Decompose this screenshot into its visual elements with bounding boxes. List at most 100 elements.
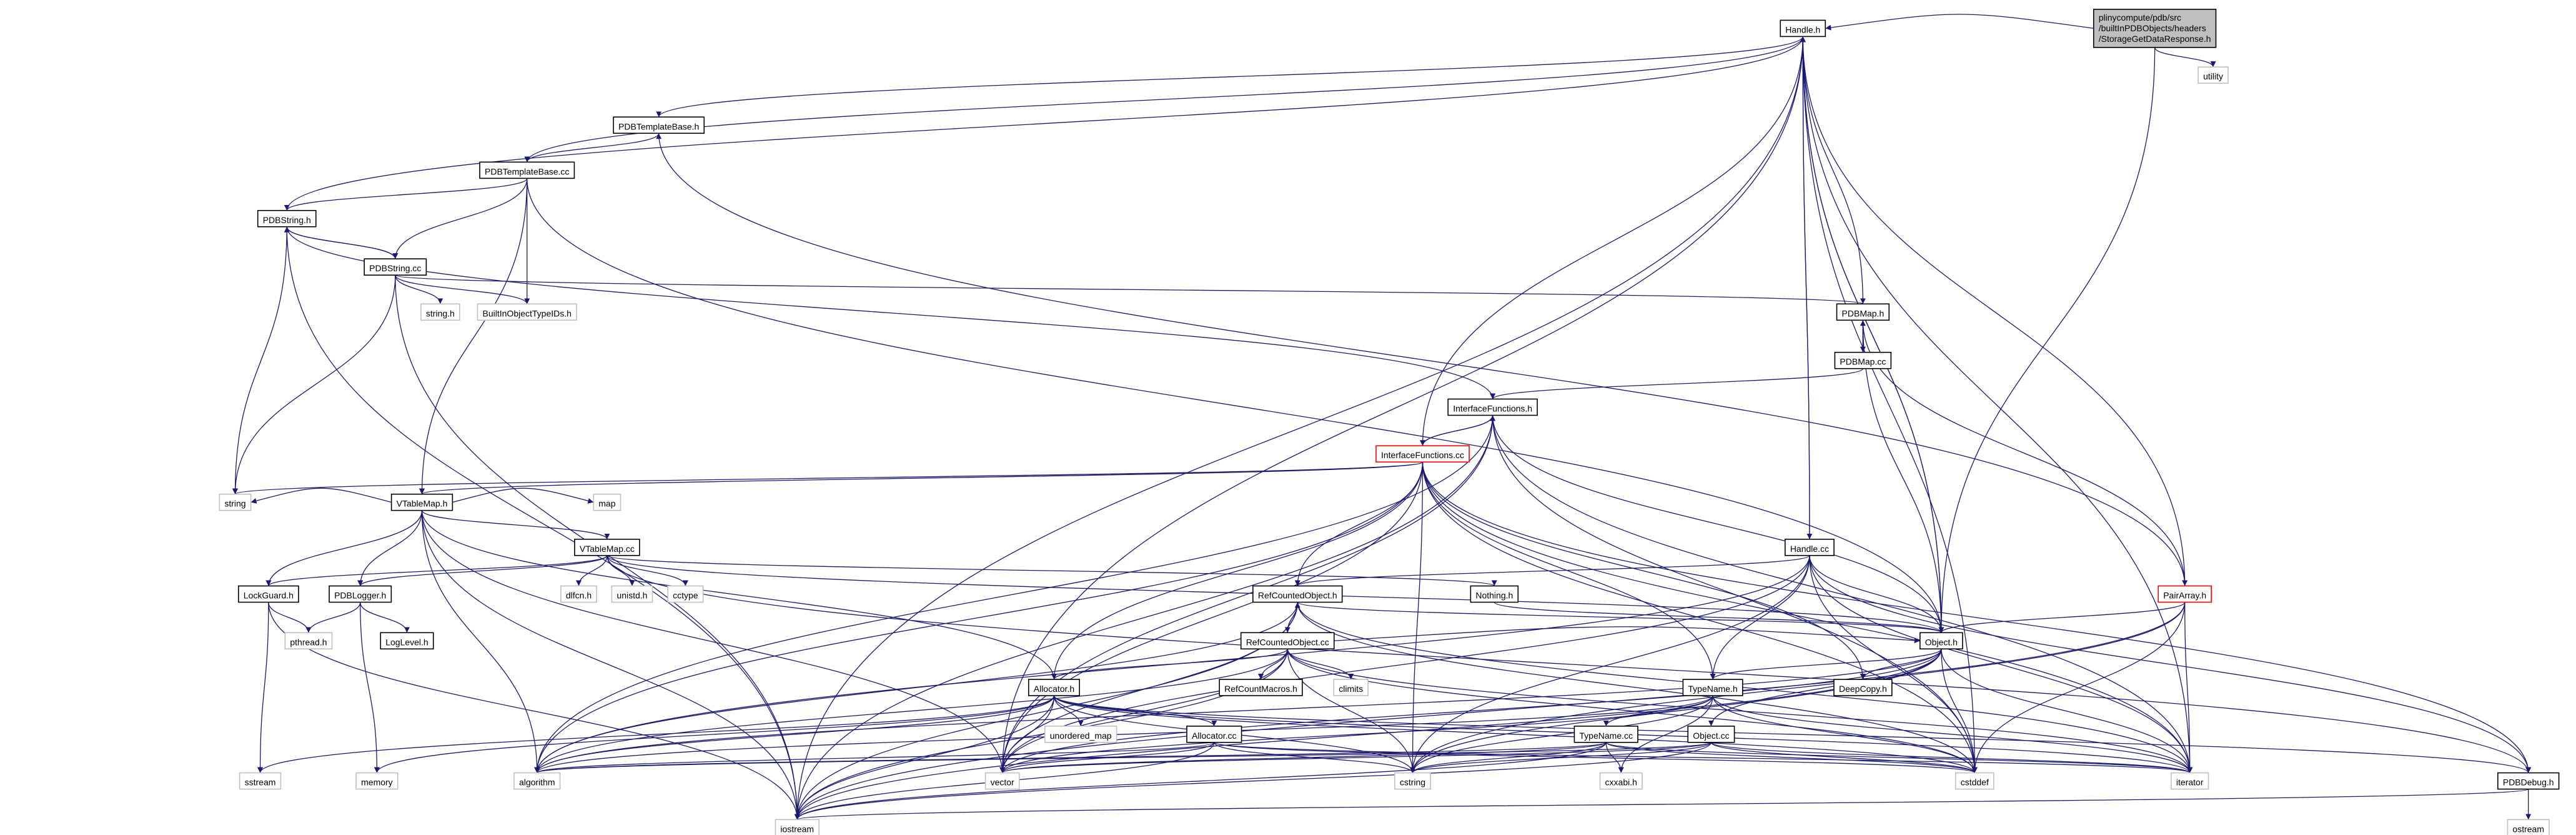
node-alloc-cc[interactable]: Allocator.cc — [1186, 726, 1242, 743]
edge-typename-h-to-cstddef — [1712, 696, 1978, 773]
edge-alloc-h-to-vector — [999, 696, 1055, 773]
node-vt-h[interactable]: VTableMap.h — [390, 493, 453, 511]
edge-rco-cc-to-object-h — [1334, 626, 1920, 644]
edge-typename-cc-to-cstddef — [1605, 742, 1978, 774]
edge-handle-h-to-iostream — [794, 36, 1803, 820]
edge-pdbtb-cc-to-pdbstr-cc — [392, 178, 528, 259]
node-box — [390, 493, 453, 511]
edge-vt-h-to-alloc-h — [421, 510, 1057, 680]
node-box — [667, 585, 704, 603]
node-typename-h[interactable]: TypeName.h — [1682, 679, 1743, 696]
edge-pdbstr-cc-to-pdbstr-h — [284, 226, 396, 259]
node-object-cc[interactable]: Object.cc — [1687, 726, 1735, 743]
node-handle-cc[interactable]: Handle.cc — [1785, 538, 1835, 556]
node-alloc-h[interactable]: Allocator.h — [1028, 679, 1080, 696]
edge-pdbstr-h-to-if-h — [286, 226, 1496, 399]
node-vector: vector — [984, 772, 1020, 790]
edges-layer — [232, 14, 2532, 820]
node-unordered-map: unordered_map — [1044, 726, 1117, 743]
node-label: PDBMap.h — [1842, 308, 1885, 318]
edge-handle-cc-to-rco-h — [1295, 555, 1810, 587]
node-pdbtb-cc[interactable]: PDBTemplateBase.cc — [479, 161, 575, 179]
node-box — [574, 538, 640, 556]
node-box — [1573, 726, 1638, 743]
edge-pairarray-to-handle-h — [1800, 36, 2186, 586]
node-box — [1470, 585, 1519, 603]
node-lockguard[interactable]: LockGuard.h — [237, 585, 299, 603]
node-label: PDBTemplateBase.cc — [485, 166, 569, 176]
edge-pairarray-to-cstring — [1410, 602, 2186, 773]
node-label: memory — [361, 778, 393, 788]
node-label: InterfaceFunctions.h — [1453, 403, 1532, 413]
edge-handle-cc-to-cstring — [1410, 555, 1810, 773]
node-label: DeepCopy.h — [1839, 684, 1887, 694]
node-rco-h[interactable]: RefCountedObject.h — [1252, 585, 1343, 603]
node-root: plinycompute/pdb/src/builtInPDBObjects/h… — [2093, 9, 2217, 48]
node-pdbtb-h[interactable]: PDBTemplateBase.h — [613, 116, 705, 134]
edge-typename-h-to-cxxabi — [1618, 696, 1713, 773]
edge-object-cc-to-iostream — [794, 742, 1712, 820]
edge-object-h-to-handle-h — [1800, 36, 1942, 633]
node-box — [1687, 726, 1735, 743]
node-if-h[interactable]: InterfaceFunctions.h — [1447, 398, 1538, 416]
edge-object-cc-to-cstring — [1410, 742, 1712, 774]
edge-pdbdebug-to-iostream — [795, 788, 2529, 820]
edge-typename-cc-to-vector — [999, 742, 1607, 774]
edge-handle-cc-to-cstddef — [1809, 555, 1978, 773]
edge-if-cc-to-cstddef — [1422, 462, 1978, 773]
node-label: VTableMap.cc — [580, 544, 635, 554]
node-box — [984, 772, 1020, 790]
node-box — [775, 819, 820, 835]
node-box — [613, 116, 705, 134]
edge-lockguard-to-pthread — [268, 602, 312, 633]
node-nothing[interactable]: Nothing.h — [1470, 585, 1519, 603]
node-pdbmap-cc[interactable]: PDBMap.cc — [1834, 351, 1892, 369]
node-label: string.h — [426, 308, 455, 318]
node-rco-cc[interactable]: RefCountedObject.cc — [1240, 632, 1335, 650]
node-box — [420, 303, 460, 321]
edge-vt-h-to-vt-cc — [421, 510, 610, 540]
node-box — [1186, 726, 1242, 743]
node-string: string — [219, 493, 252, 511]
node-vt-cc[interactable]: VTableMap.cc — [574, 538, 640, 556]
edge-pairarray-to-iterator — [2184, 602, 2193, 773]
node-box — [364, 258, 427, 276]
edge-handle-cc-to-pdbdebug — [1809, 555, 2532, 773]
node-deepcopy[interactable]: DeepCopy.h — [1833, 679, 1893, 696]
node-loglevel[interactable]: LogLevel.h — [380, 632, 434, 650]
edge-root-to-handle-h — [1825, 14, 2094, 31]
edge-handle-h-to-vector — [999, 36, 1803, 773]
edge-rco-cc-to-algorithm — [534, 649, 1288, 773]
node-typename-cc[interactable]: TypeName.cc — [1573, 726, 1638, 743]
node-pdblogger[interactable]: PDBLogger.h — [329, 585, 392, 603]
edge-typename-h-to-cstring — [1410, 696, 1713, 773]
edge-vt-cc-to-nothing — [607, 555, 1497, 587]
node-label: Nothing.h — [1475, 591, 1513, 601]
node-label: LockGuard.h — [244, 591, 294, 601]
edge-rco-h-to-cstddef — [1297, 602, 1978, 773]
node-pdbstr-cc[interactable]: PDBString.cc — [364, 258, 427, 276]
edge-handle-cc-to-iterator — [1809, 555, 2193, 773]
node-label: Handle.h — [1785, 24, 1820, 34]
edge-pairarray-to-cstddef — [1971, 602, 2186, 773]
node-box — [2507, 819, 2550, 835]
node-label: PDBLogger.h — [334, 591, 386, 601]
node-pdbmap-h[interactable]: PDBMap.h — [1836, 303, 1890, 321]
node-object-h[interactable]: Object.h — [1920, 632, 1963, 650]
node-handle-h[interactable]: Handle.h — [1780, 19, 1826, 38]
node-box — [1394, 772, 1431, 790]
node-box — [1920, 632, 1963, 650]
node-box — [1780, 19, 1826, 38]
node-if-cc[interactable]: InterfaceFunctions.cc — [1375, 445, 1470, 463]
node-rcmacros[interactable]: RefCountMacros.h — [1219, 679, 1303, 696]
edge-typename-cc-to-iostream — [794, 742, 1607, 820]
node-box — [560, 585, 597, 603]
node-pdbstr-h[interactable]: PDBString.h — [257, 209, 317, 228]
node-pairarray[interactable]: PairArray.h — [2157, 585, 2212, 603]
edge-vt-h-to-algorithm — [421, 510, 540, 773]
node-label: plinycompute/pdb/src — [2099, 12, 2181, 22]
edge-root-to-utility — [2154, 47, 2216, 68]
edge-handle-h-to-iterator — [1802, 36, 2193, 773]
node-pdbdebug[interactable]: PDBDebug.h — [2497, 772, 2560, 790]
